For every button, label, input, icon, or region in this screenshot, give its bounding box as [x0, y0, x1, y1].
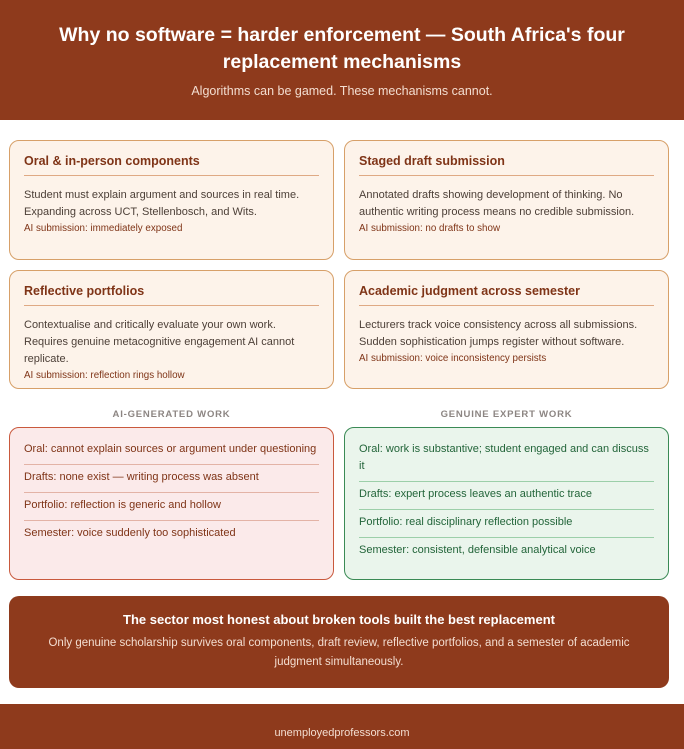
genuine-column-label: GENUINE EXPERT WORK — [440, 409, 573, 420]
ai-column-label: AI-GENERATED WORK — [112, 409, 231, 420]
footer: unemployedprofessors.com — [0, 704, 684, 749]
genuine-comparison-box: Oral: work is substantive; student engag… — [344, 427, 669, 580]
mechanism-title: Academic judgment across semester — [359, 284, 654, 306]
header-banner: Why no software = harder enforcement — S… — [0, 0, 684, 120]
ai-row-drafts: Drafts: none exist — writing process was… — [24, 465, 319, 493]
mechanism-card-portfolios: Reflective portfolios Contextualise and … — [9, 270, 334, 389]
conclusion-callout: The sector most honest about broken tool… — [9, 596, 669, 688]
mechanism-description: Contextualise and critically evaluate yo… — [24, 319, 295, 365]
callout-title: The sector most honest about broken tool… — [123, 612, 555, 627]
page-title: Why no software = harder enforcement — S… — [59, 24, 625, 73]
mechanism-description: Student must explain argument and source… — [24, 189, 300, 218]
mechanism-ai-note: AI submission: reflection rings hollow — [24, 370, 185, 381]
mechanism-description: Lecturers track voice consistency across… — [359, 319, 638, 348]
mechanism-card-oral: Oral & in-person components Student must… — [9, 140, 334, 260]
mechanism-ai-note: AI submission: voice inconsistency persi… — [359, 353, 547, 364]
ai-row-portfolio: Portfolio: reflection is generic and hol… — [24, 493, 319, 521]
mechanism-card-drafts: Staged draft submission Annotated drafts… — [344, 140, 669, 260]
ai-row-semester: Semester: voice suddenly too sophisticat… — [24, 527, 236, 539]
mechanism-title: Staged draft submission — [359, 154, 654, 176]
callout-body: Only genuine scholarship survives oral c… — [48, 637, 630, 668]
mechanism-description: Annotated drafts showing development of … — [359, 189, 635, 218]
genuine-row-portfolio: Portfolio: real disciplinary reflection … — [359, 510, 654, 538]
mechanism-ai-note: AI submission: no drafts to show — [359, 223, 501, 234]
footer-site-link[interactable]: unemployedprofessors.com — [274, 727, 410, 739]
mechanism-title: Reflective portfolios — [24, 284, 319, 306]
mechanism-ai-note: AI submission: immediately exposed — [24, 223, 183, 234]
genuine-row-oral: Oral: work is substantive; student engag… — [359, 437, 654, 482]
page-subtitle: Algorithms can be gamed. These mechanism… — [191, 84, 493, 98]
ai-row-oral: Oral: cannot explain sources or argument… — [24, 437, 319, 465]
mechanism-title: Oral & in-person components — [24, 154, 319, 176]
genuine-row-drafts: Drafts: expert process leaves an authent… — [359, 482, 654, 510]
genuine-row-semester: Semester: consistent, defensible analyti… — [359, 544, 596, 556]
mechanism-card-semester: Academic judgment across semester Lectur… — [344, 270, 669, 389]
ai-comparison-box: Oral: cannot explain sources or argument… — [9, 427, 334, 580]
